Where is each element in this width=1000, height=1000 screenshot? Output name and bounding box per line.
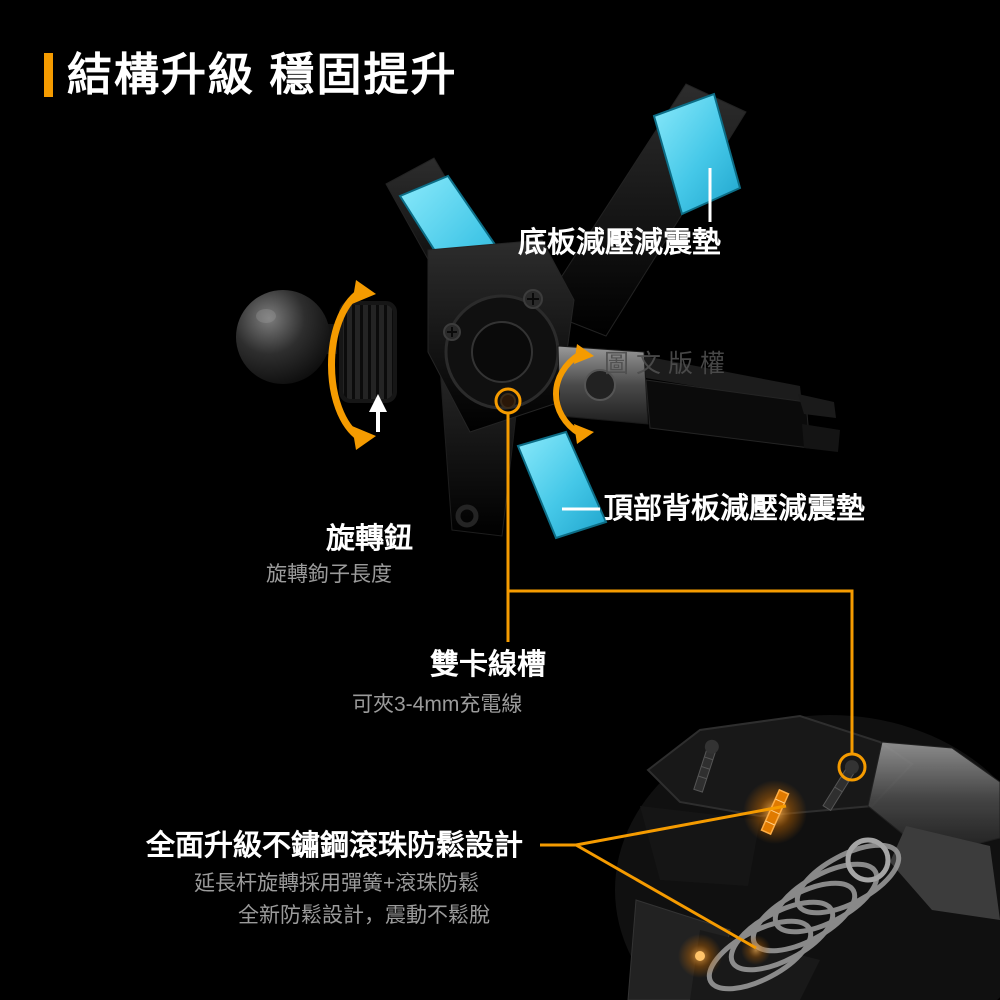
callout-anti-loose-sub1: 延長杆旋轉採用彈簧+滾珠防鬆 [194,872,480,895]
shock-pad-bottom [516,430,608,540]
screw-left [443,323,461,341]
callout-anti-loose: 全面升級不鏽鋼滾珠防鬆設計 [146,830,524,862]
mount-product [236,83,840,540]
callout-rotate-knob: 旋轉鈕 [326,523,414,555]
screw-detail-1 [693,739,719,793]
rotate-arrow-clip-icon [553,344,594,444]
arm-upper-right [539,83,747,337]
callout-anti-loose-sub2: 全新防鬆設計，震動不鬆脫 [238,904,490,927]
title-accent-bar [44,52,53,97]
watermark: 圖文版權 [604,350,733,378]
shock-pad-top-right [652,92,742,216]
cable-slot-branch-line [508,589,854,753]
cable-slot-hole [500,393,516,409]
vent-clip-arm [557,345,840,452]
ball-glow-core [695,951,705,961]
detail-circle [837,752,867,782]
mechanism-detail-photo [615,714,1000,1000]
callout-top-back-pad: 頂部背板減壓減震墊 [604,493,866,525]
knob-pointer-arrow-icon [369,394,387,432]
screw-top [523,289,543,309]
glowing-screw [743,780,807,844]
rotate-arrow-gear-icon [328,280,376,450]
hub-body [427,239,575,433]
page-title: 結構升級 穩固提升 [67,49,458,100]
header: 結構升級 穩固提升 [44,52,458,97]
callout-rotate-knob-sub: 旋轉鉤子長度 [266,563,392,586]
anti-loose-line-lower [575,843,757,950]
callout-cable-slot-sub: 可夾3-4mm充電線 [352,693,523,716]
callout-bottom-pad: 底板減壓減震墊 [518,227,722,259]
callout-cable-slot: 雙卡線槽 [430,649,547,681]
anti-loose-line-upper [575,804,787,847]
spring-glow [741,935,771,965]
white-callout-lines [562,168,712,511]
rotation-gear [337,299,399,405]
orange-callout-lines [494,387,867,950]
hook-ring [455,504,479,528]
